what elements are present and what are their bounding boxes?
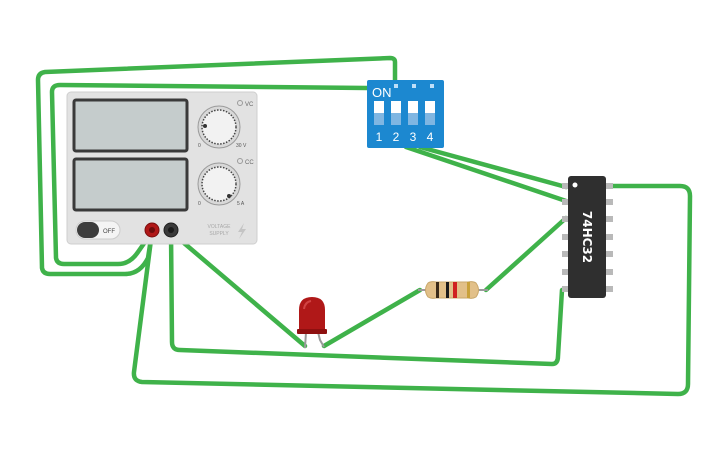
wire-led-to-resistor[interactable] xyxy=(321,287,423,349)
current-display xyxy=(72,157,189,212)
current-knob-pointer xyxy=(227,194,231,198)
brand-line-1: VOLTAGE xyxy=(208,224,232,230)
wire-negative-to-chip-gnd[interactable] xyxy=(168,229,565,367)
dip-number-3: 3 xyxy=(410,130,417,144)
vc-label: VC xyxy=(245,102,254,108)
resistor-band-4 xyxy=(467,282,470,298)
chip-left-pins xyxy=(562,183,569,292)
current-min-label: 0 xyxy=(198,201,201,207)
wire-positive-to-chip-vcc[interactable] xyxy=(131,183,693,397)
voltage-knob[interactable] xyxy=(197,105,241,149)
negative-terminal[interactable] xyxy=(163,222,179,238)
chip-pin1-marker-icon xyxy=(572,182,578,188)
wire-chip-pin3-to-resistor[interactable] xyxy=(483,215,569,293)
dip-number-4: 4 xyxy=(427,130,434,144)
resistor[interactable] xyxy=(418,281,488,299)
cc-indicator-icon xyxy=(237,158,243,164)
current-knob[interactable] xyxy=(197,162,241,206)
power-supply[interactable]: VC 0 30 V CC 0 5 A OFF xyxy=(66,91,258,245)
wire-dip-to-chip-pin1[interactable] xyxy=(417,144,569,190)
dip-toggle-3[interactable] xyxy=(408,101,418,125)
chip-body xyxy=(568,176,606,298)
power-switch-label: OFF xyxy=(103,229,115,235)
dip-number-2: 2 xyxy=(393,130,400,144)
power-switch[interactable]: OFF xyxy=(75,220,121,240)
lightning-bolt-icon xyxy=(238,223,246,239)
wires xyxy=(35,55,693,397)
resistor-body xyxy=(425,281,479,299)
chip-74hc32[interactable]: 74HC32 xyxy=(562,176,613,298)
dip-on-label: ON xyxy=(372,85,392,100)
led-cathode-leg xyxy=(304,331,307,349)
resistor-band-3 xyxy=(453,282,457,298)
chip-right-pins xyxy=(605,183,613,292)
dip-switch[interactable]: ON 1 2 3 4 xyxy=(367,80,444,148)
led-anode-leg xyxy=(317,331,325,348)
current-max-label: 5 A xyxy=(237,201,245,207)
brand-line-2: SUPPLY xyxy=(209,231,229,237)
voltage-max-label: 30 V xyxy=(236,143,247,149)
voltage-knob-pointer xyxy=(203,124,207,128)
cc-label: CC xyxy=(245,160,254,166)
chip-label: 74HC32 xyxy=(580,211,594,263)
voltage-min-label: 0 xyxy=(198,143,201,149)
resistor-band-1 xyxy=(436,282,439,298)
dip-toggle-1[interactable] xyxy=(374,101,384,125)
led-highlight xyxy=(303,300,312,310)
dip-number-1: 1 xyxy=(376,130,383,144)
vc-indicator-icon xyxy=(237,100,243,106)
wire-dip-to-chip-pin2[interactable] xyxy=(403,144,569,204)
dip-toggle-2[interactable] xyxy=(391,101,401,125)
dip-top-markers xyxy=(394,84,434,88)
positive-terminal[interactable] xyxy=(144,222,160,238)
wire-dip-inner-loop[interactable] xyxy=(49,82,370,267)
dip-switch-body xyxy=(367,80,444,148)
resistor-band-2 xyxy=(446,282,449,298)
voltage-display xyxy=(72,98,189,153)
wire-dip-outer-loop[interactable] xyxy=(35,55,398,277)
led-rim xyxy=(297,329,327,334)
led-dome xyxy=(299,297,325,333)
dip-toggle-4[interactable] xyxy=(425,101,435,125)
red-led[interactable] xyxy=(297,297,327,349)
wire-led-to-negative[interactable] xyxy=(168,229,308,349)
